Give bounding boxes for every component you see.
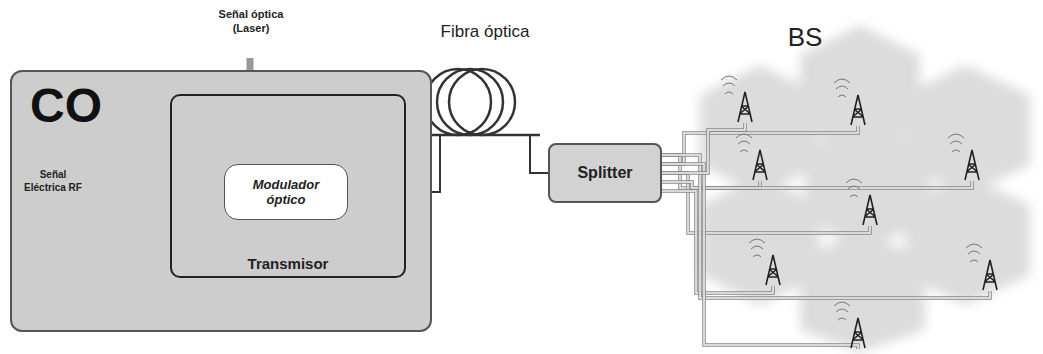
node-label: CO <box>30 78 102 133</box>
signal-label: Señal Eléctrica RF <box>22 168 84 194</box>
node-label: Transmisor <box>172 255 404 272</box>
fiber-label: Fibra óptica <box>440 22 530 42</box>
station-label: BS <box>770 22 840 53</box>
splitter-box: Splitter <box>548 143 662 203</box>
node-label: Splitter <box>577 164 632 182</box>
central-office: CO Transmisor Modulador óptico <box>10 70 432 332</box>
transmitter-box: Transmisor Modulador óptico <box>170 94 406 278</box>
signal-label: Señal óptica (Laser) <box>205 8 297 36</box>
fiber-coil <box>425 69 540 135</box>
fiber-lines <box>662 123 990 349</box>
node-label: Modulador óptico <box>233 177 339 207</box>
modulator-box: Modulador óptico <box>224 164 348 220</box>
antenna-symbols <box>721 76 997 348</box>
